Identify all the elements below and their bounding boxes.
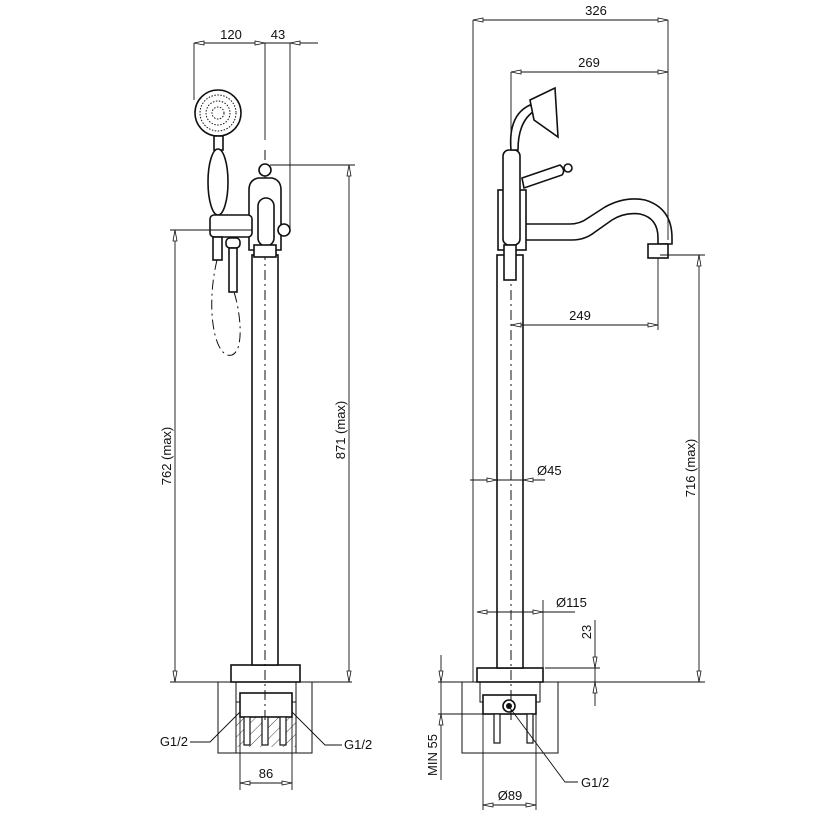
dim-diameter-115: Ø115 — [556, 595, 587, 610]
floor-box — [217, 681, 313, 754]
dim-871: 871 (max) — [333, 401, 348, 460]
dim-249: 249 — [569, 308, 591, 323]
dim-326: 326 — [585, 3, 607, 18]
front-view: 120 43 871 (max) 762 (max) 86 G1/2 G1/2 — [159, 27, 372, 790]
dim-43: 43 — [271, 27, 285, 42]
dim-23: 23 — [579, 625, 594, 639]
dim-269: 269 — [578, 55, 600, 70]
side-view: 326 269 249 Ø45 Ø115 23 716 (max) MIN 55… — [425, 3, 705, 810]
dim-120: 120 — [220, 27, 242, 42]
label-g12-left: G1/2 — [160, 734, 188, 749]
column-pipe — [496, 254, 524, 669]
front-dimensions — [170, 40, 355, 790]
label-g12-bottom: G1/2 — [581, 775, 609, 790]
floor-box — [461, 681, 559, 754]
knob — [277, 223, 291, 237]
hand-shower — [194, 89, 253, 356]
dim-diameter-45: Ø45 — [537, 463, 562, 478]
dim-716: 716 (max) — [683, 439, 698, 498]
dim-762: 762 (max) — [159, 427, 174, 486]
dim-diameter-89: Ø89 — [498, 788, 523, 803]
side-dimensions — [438, 17, 705, 810]
spout — [519, 198, 673, 259]
dim-86: 86 — [259, 766, 273, 781]
mixer-body — [248, 163, 291, 258]
dim-min-55: MIN 55 — [425, 734, 440, 776]
base-plate — [476, 667, 544, 683]
mixer-body — [497, 86, 573, 281]
label-g12-right: G1/2 — [344, 737, 372, 752]
